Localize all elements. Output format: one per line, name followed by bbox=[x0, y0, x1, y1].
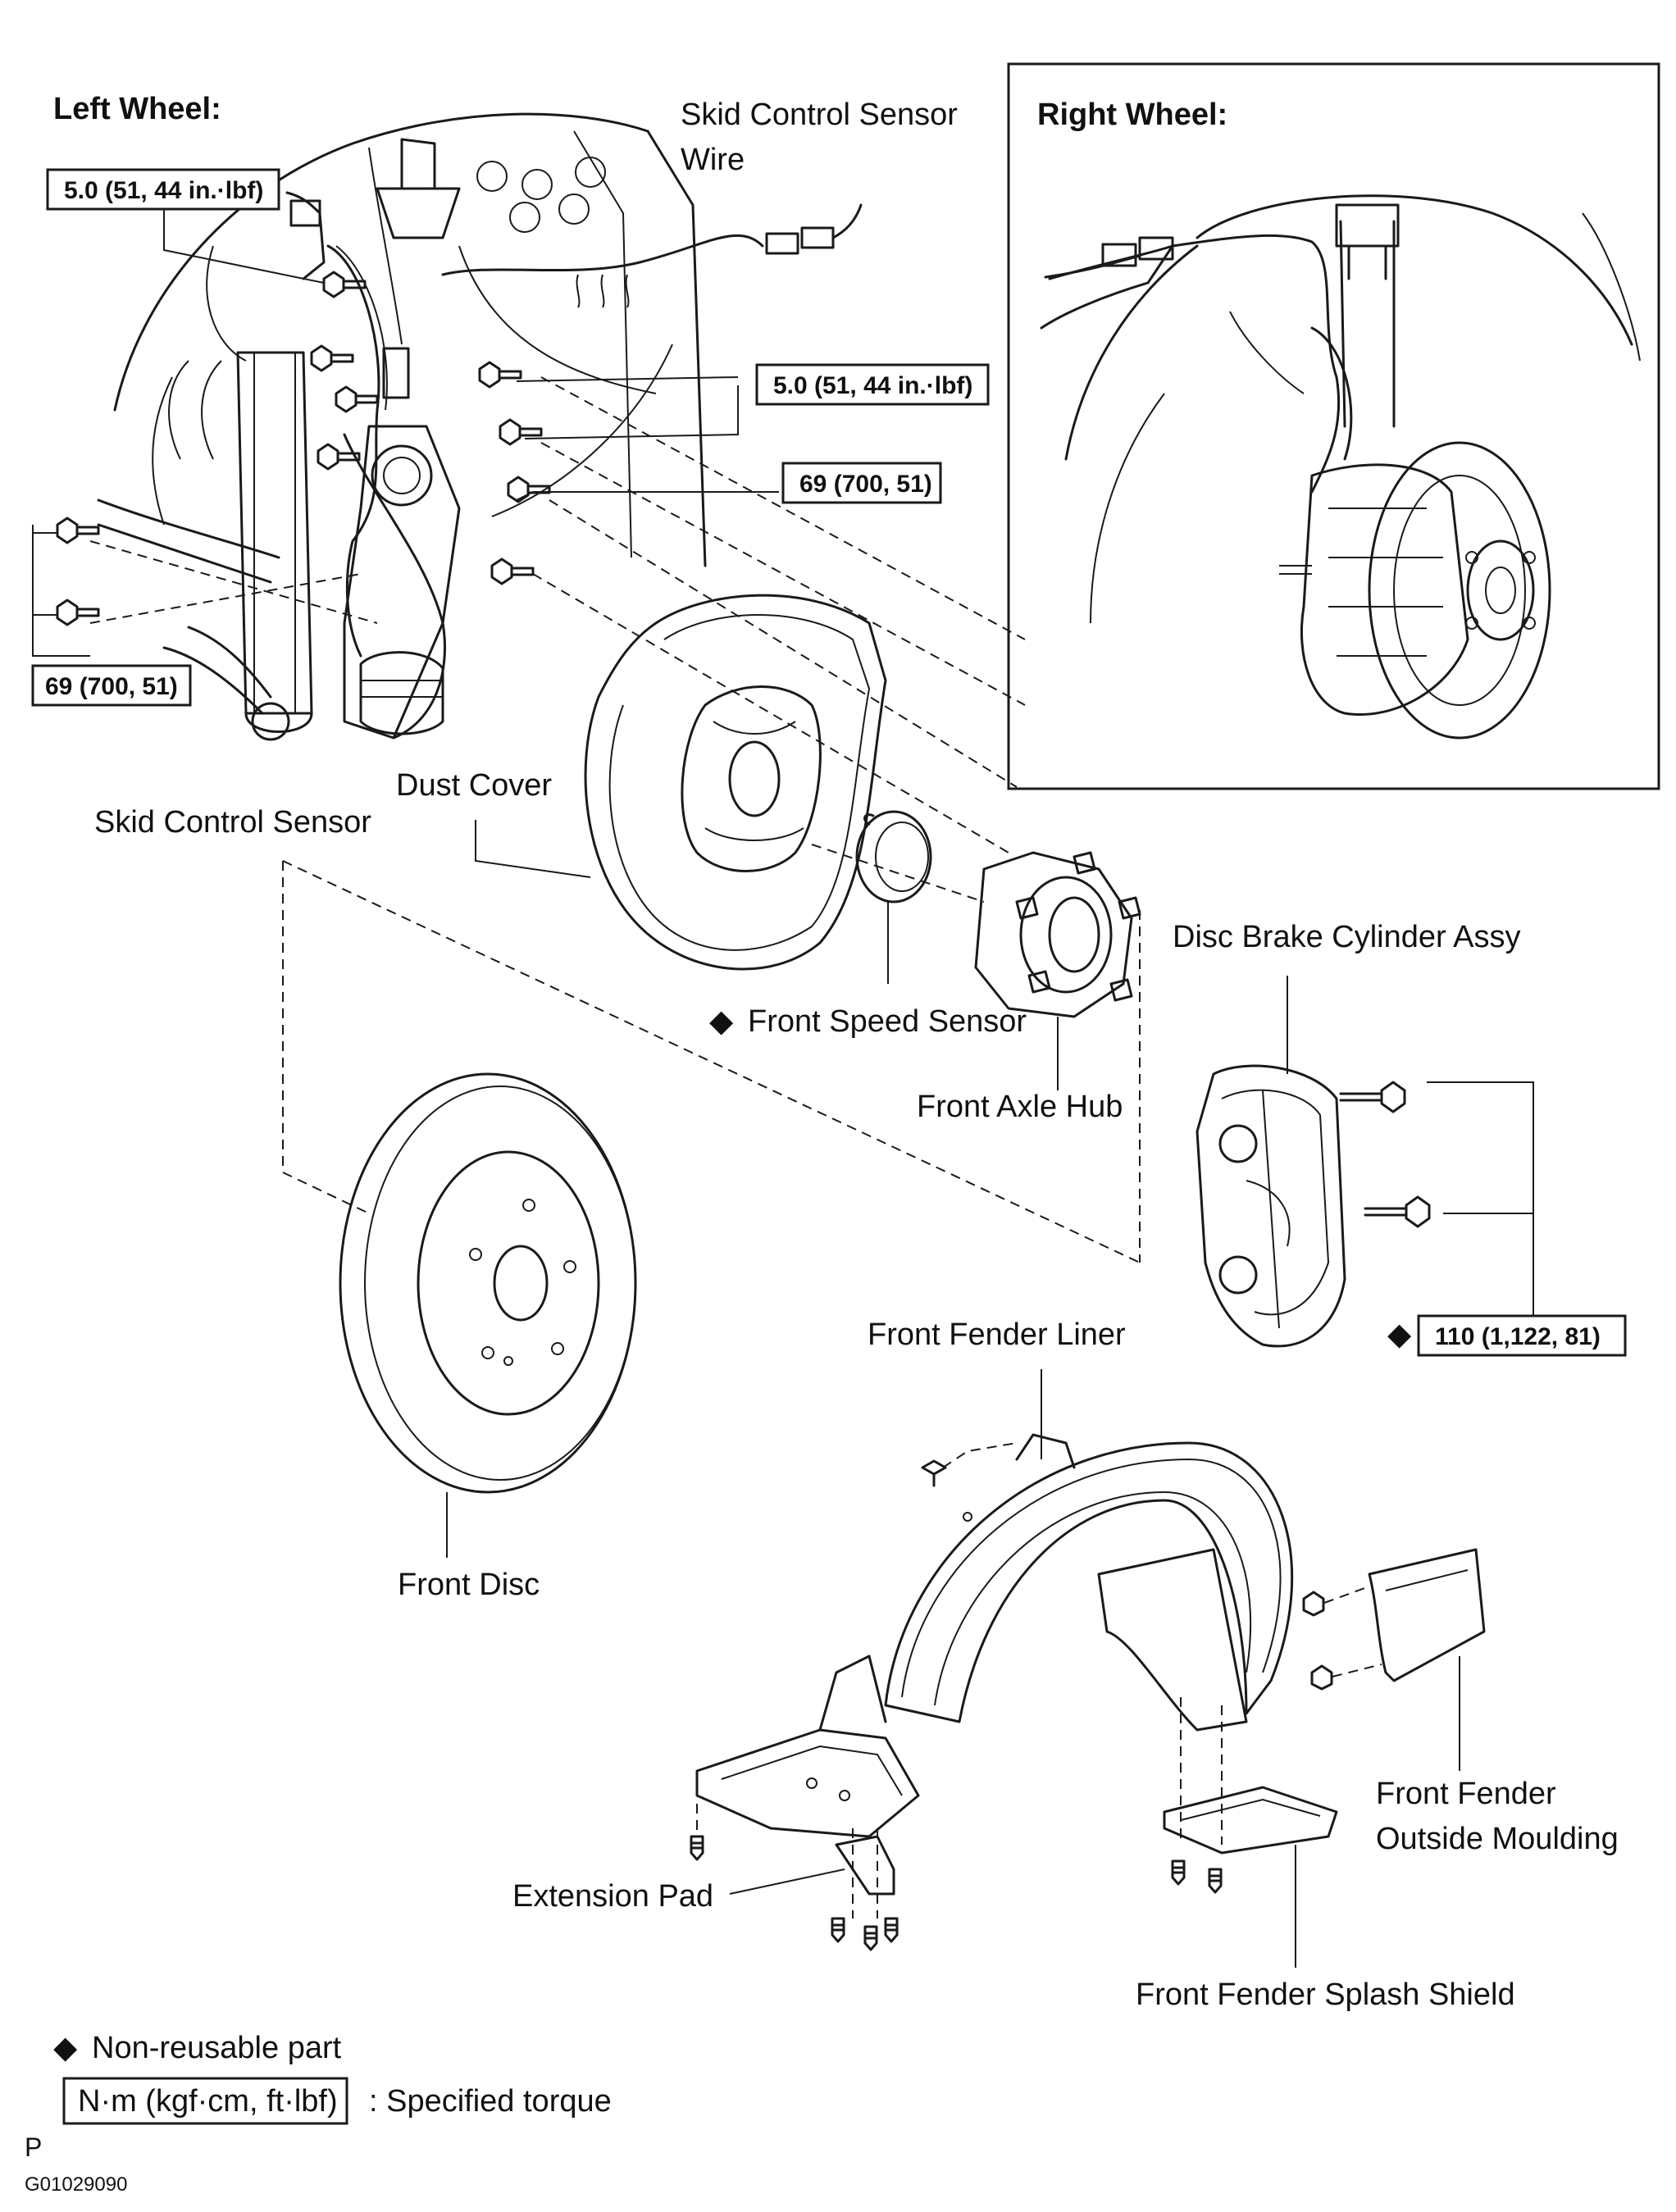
screw-icon bbox=[863, 1925, 878, 1951]
torque-box-wire-bracket: 5.0 (51, 44 in.·lbf) bbox=[755, 363, 990, 406]
clip-icon bbox=[1310, 1664, 1333, 1691]
torque-caliper-text: 110 (1,122, 81) bbox=[1435, 1323, 1601, 1350]
front-disc-label: Front Disc bbox=[398, 1568, 540, 1602]
torque-wire-bracket-text: 5.0 (51, 44 in.·lbf) bbox=[773, 372, 972, 399]
legend-diamond-icon: ◆ bbox=[53, 2031, 78, 2065]
front-disc-illustration bbox=[339, 1072, 637, 1494]
front-speed-sensor-illustration bbox=[855, 810, 932, 903]
outside-moulding-label-line1: Front Fender bbox=[1376, 1777, 1556, 1811]
non-reusable-diamond-icon: ◆ bbox=[1387, 1318, 1412, 1352]
bolt-icon bbox=[507, 476, 551, 503]
dust-cover-label: Dust Cover bbox=[396, 768, 552, 803]
bolt-icon bbox=[478, 361, 522, 389]
splash-shield-label: Front Fender Splash Shield bbox=[1136, 1978, 1515, 2012]
left-wheel-illustration bbox=[97, 112, 863, 741]
torque-box-knuckle-left: 69 (700, 51) bbox=[31, 664, 192, 707]
bolt-icon bbox=[1364, 1195, 1431, 1228]
extension-pad-label: Extension Pad bbox=[512, 1879, 713, 1914]
bolt-icon bbox=[335, 385, 379, 413]
legend-torque-box bbox=[62, 2077, 348, 2125]
outside-moulding-label-line2: Outside Moulding bbox=[1376, 1822, 1619, 1856]
skid-sensor-wire-label-line1: Skid Control Sensor bbox=[681, 98, 958, 132]
screw-icon bbox=[1208, 1868, 1223, 1894]
bolt-icon bbox=[317, 443, 361, 471]
assembly-dash-lines bbox=[89, 376, 1141, 1263]
torque-sensor-text: 5.0 (51, 44 in.·lbf) bbox=[64, 177, 263, 204]
right-wheel-header: Right Wheel: bbox=[1037, 98, 1227, 132]
figure-code: G01029090 bbox=[25, 2173, 127, 2196]
screw-icon bbox=[690, 1835, 704, 1861]
front-axle-hub-label: Front Axle Hub bbox=[917, 1090, 1123, 1124]
bolt-icon bbox=[322, 271, 367, 298]
disc-brake-cylinder-label: Disc Brake Cylinder Assy bbox=[1173, 920, 1520, 954]
dust-cover-illustration bbox=[584, 594, 887, 971]
torque-box-caliper: ◆ 110 (1,122, 81) bbox=[1387, 1314, 1627, 1357]
legend-non-reusable-text: Non-reusable part bbox=[92, 2031, 342, 2065]
screw-icon bbox=[1171, 1859, 1186, 1886]
bolt-icon bbox=[56, 517, 100, 544]
clip-icon bbox=[921, 1459, 947, 1487]
legend-torque-desc: : Specified torque bbox=[369, 2084, 612, 2119]
disc-brake-cylinder-illustration bbox=[1196, 1064, 1431, 1348]
legend: ◆ Non-reusable part N·m (kgf·cm, ft·lbf)… bbox=[53, 2031, 612, 2125]
front-fender-liner-label: Front Fender Liner bbox=[868, 1318, 1126, 1352]
leader-lines bbox=[32, 209, 1534, 1968]
front-speed-sensor-label: Front Speed Sensor bbox=[748, 1004, 1027, 1039]
left-wheel-header: Left Wheel: bbox=[53, 92, 221, 126]
torque-box-knuckle-upper: 69 (700, 51) bbox=[781, 462, 942, 504]
splash-shield-illustration bbox=[1163, 1697, 1338, 1855]
outside-moulding-illustration bbox=[1302, 1548, 1486, 1691]
bolt-icon bbox=[56, 599, 100, 626]
clip-icon bbox=[1302, 1591, 1325, 1617]
extension-pad-illustration bbox=[690, 1804, 1223, 1951]
bolt-icon bbox=[499, 418, 543, 446]
non-reusable-diamond-icon: ◆ bbox=[709, 1004, 734, 1039]
right-wheel-inset-frame bbox=[1007, 62, 1660, 790]
torque-knuckle-left-text: 69 (700, 51) bbox=[45, 673, 178, 700]
torque-knuckle-upper-text: 69 (700, 51) bbox=[799, 471, 932, 498]
legend-torque-unit: N·m (kgf·cm, ft·lbf) bbox=[78, 2084, 338, 2119]
front-fender-liner-illustration bbox=[695, 1433, 1294, 1838]
footer-letter: P bbox=[25, 2132, 42, 2162]
right-wheel-illustration bbox=[1040, 194, 1641, 740]
torque-box-sensor: 5.0 (51, 44 in.·lbf) bbox=[46, 168, 280, 211]
screw-icon bbox=[884, 1917, 899, 1943]
skid-sensor-wire-label-line2: Wire bbox=[681, 143, 745, 177]
front-axle-hub-illustration bbox=[974, 851, 1141, 1018]
bolt-icon bbox=[1339, 1081, 1406, 1113]
bolt-icon bbox=[310, 344, 354, 372]
skid-control-sensor-label: Skid Control Sensor bbox=[94, 805, 371, 840]
bolt-icon bbox=[490, 558, 535, 585]
screw-icon bbox=[831, 1917, 845, 1943]
mounting-bolts-left bbox=[56, 271, 551, 626]
